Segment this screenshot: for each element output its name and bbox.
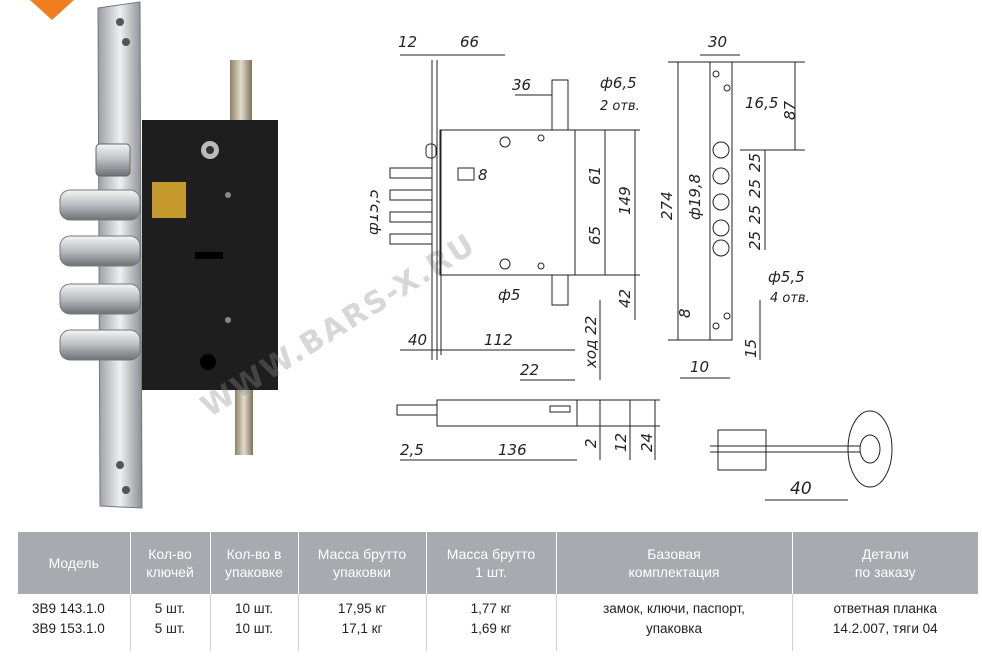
dim-6-5: ф6,5 <box>600 74 637 92</box>
dim-5: ф5 <box>498 286 520 304</box>
dim-5-5: ф5,5 <box>768 268 805 286</box>
header-model: Модель <box>18 532 131 594</box>
dim-holes-2: 2 отв. <box>600 99 640 114</box>
dim-25d: 25 <box>746 231 764 250</box>
dim-22: 22 <box>520 361 539 379</box>
dim-40: 40 <box>408 331 427 349</box>
dim-16-5: 16,5 <box>745 94 778 112</box>
dim-25a: 25 <box>746 153 764 172</box>
dim-holes-4: 4 отв. <box>770 291 810 306</box>
technical-drawing: 12 66 36 ф6,5 2 отв. 8 ф15,5 61 65 149 4… <box>370 33 893 501</box>
dim-15-5: ф15,5 <box>370 189 382 235</box>
dim-61: 61 <box>586 166 604 185</box>
dim-19-8: ф19,8 <box>686 174 704 220</box>
corner-badge <box>30 0 74 20</box>
dim-65: 65 <box>586 226 604 245</box>
product-area: WWW.BARS-X.RU <box>30 0 893 509</box>
dim-8b: 8 <box>676 308 694 318</box>
dim-2: 2 <box>582 438 600 448</box>
dim-274: 274 <box>658 191 676 220</box>
dim-30: 30 <box>708 33 727 51</box>
dim-149: 149 <box>616 186 634 215</box>
dim-key-40: 40 <box>790 479 812 499</box>
cell-pack-qty: 10 шт.10 шт. <box>210 594 299 651</box>
dim-24: 24 <box>638 433 656 452</box>
dim-12b: 12 <box>612 433 630 452</box>
dim-42: 42 <box>616 289 634 308</box>
dim-2-5: 2,5 <box>400 441 424 459</box>
dim-25b: 25 <box>746 179 764 198</box>
dim-10: 10 <box>690 358 709 376</box>
dim-8: 8 <box>478 166 488 184</box>
dim-15: 15 <box>742 339 760 358</box>
cell-base-kit: замок, ключи, паспорт,упаковка <box>556 594 793 651</box>
dim-hod-22: ход 22 <box>582 316 600 369</box>
lock-photo <box>59 1 278 509</box>
dim-25c: 25 <box>746 205 764 224</box>
brand-plate <box>152 182 186 218</box>
dim-136: 136 <box>498 441 527 459</box>
dim-36: 36 <box>512 76 531 94</box>
dim-87: 87 <box>781 100 799 120</box>
dim-12: 12 <box>398 33 417 51</box>
dim-66: 66 <box>460 33 479 51</box>
cell-keys: 5 шт.5 шт. <box>130 594 211 651</box>
dim-112: 112 <box>484 331 513 349</box>
